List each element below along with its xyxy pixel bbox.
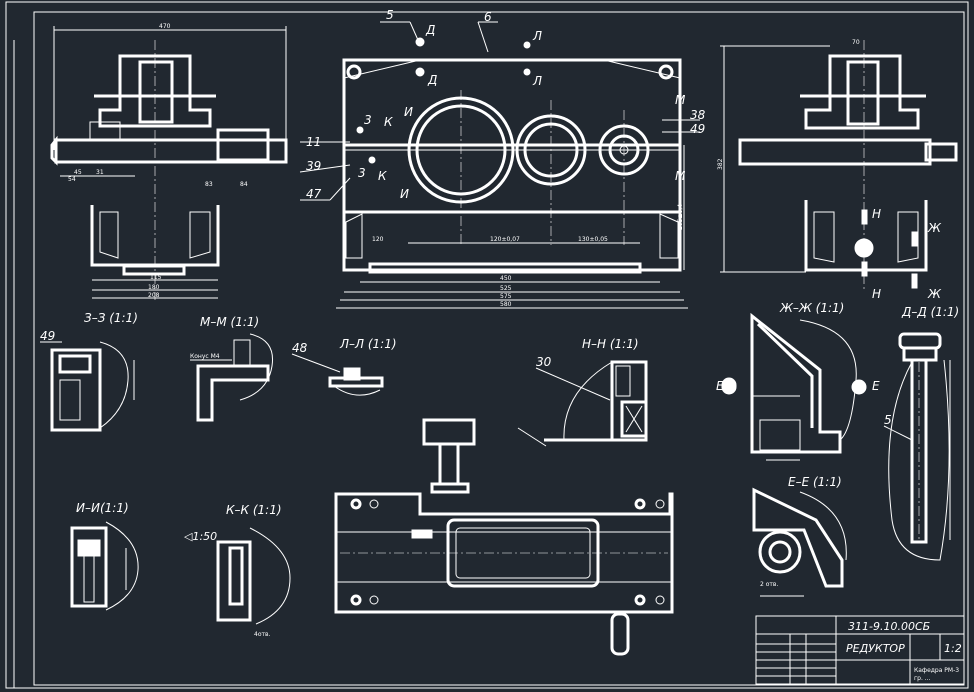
callout-6: 6	[484, 10, 492, 24]
callout-i-top: И	[404, 105, 413, 119]
taper-note: ◁1:50	[184, 530, 217, 543]
drawing-code: 311-9.10.00СБ	[848, 620, 930, 633]
holes-note-2: 2 отв.	[760, 581, 778, 588]
callout-3-bot: 3	[358, 166, 366, 180]
section-l-l: 48 Л–Л (1:1)	[291, 337, 397, 396]
drawing-name: РЕДУКТОР	[846, 642, 905, 655]
right-side-view: 382 70 Н Ж Н Ж	[717, 39, 958, 301]
org-line-2: гр. ...	[914, 675, 931, 682]
section-title-zh-zh: Ж–Ж (1:1)	[779, 301, 844, 315]
dim-left-115: 115	[150, 274, 162, 281]
dim-left-45: 45	[74, 169, 82, 176]
dim-right-70: 70	[852, 39, 860, 46]
sheet-border	[5, 1, 969, 689]
title-block: 311-9.10.00СБ РЕДУКТОР 1:2 Кафедра РМ-3 …	[755, 615, 965, 685]
dim-front-c2: 130±0,05	[578, 236, 608, 243]
section-title-n-n: Н–Н (1:1)	[582, 337, 639, 351]
callout-49-main: 49	[690, 122, 705, 136]
section-i-i: И–И(1:1)	[70, 501, 139, 611]
callout-k-bot: К	[378, 169, 387, 183]
callout-d-bot: Д	[427, 73, 437, 87]
callout-38: 38	[690, 108, 706, 122]
callout-l-top: Л	[532, 29, 542, 43]
section-n-n: Н–Н (1:1) 30	[517, 337, 648, 447]
front-view: 120 120±0,07 130±0,05 450 525 575 580 20…	[299, 8, 706, 309]
section-title-k-k: К–К (1:1)	[226, 503, 282, 517]
dim-left-top: 470	[159, 23, 171, 30]
callout-zh-top: Ж	[927, 221, 942, 235]
callout-3-top: 3	[364, 113, 372, 127]
callout-i-bot: И	[400, 187, 409, 201]
dim-left-83: 83	[205, 181, 213, 188]
dim-front-450: 450	[500, 275, 512, 282]
callout-n-top: Н	[872, 207, 881, 221]
dim-front-580: 580	[500, 301, 512, 308]
org-line-1: Кафедра РМ-3	[914, 667, 959, 674]
dim-left-31: 31	[96, 169, 104, 176]
callout-11: 11	[306, 135, 321, 149]
section-title-e-e: Е–Е (1:1)	[788, 475, 842, 489]
callout-30: 30	[536, 355, 552, 369]
callout-m-top: М	[675, 93, 686, 107]
dim-left-180: 180	[148, 284, 160, 291]
dim-right-h: 382	[717, 158, 724, 170]
callout-47: 47	[306, 187, 322, 201]
dim-front-c1: 120±0,07	[490, 236, 520, 243]
section-z-z: З–З (1:1) 49	[40, 311, 138, 432]
section-e-e: Е–Е (1:1) 2 отв.	[752, 475, 847, 597]
callout-m-bot: М	[675, 169, 686, 183]
dim-left-208: 208	[148, 292, 160, 299]
section-k-k: К–К (1:1) ◁1:50 4отв.	[184, 503, 291, 638]
callout-5: 5	[386, 8, 394, 22]
base-top-view	[334, 418, 674, 656]
holes-note: 4отв.	[254, 631, 271, 638]
dim-front-525: 525	[500, 285, 512, 292]
callout-k-top: К	[384, 115, 393, 129]
callout-39: 39	[306, 159, 321, 173]
callout-d-top: Д	[425, 23, 435, 37]
section-title-m-m: М–М (1:1)	[200, 315, 259, 329]
dim-front-575: 575	[500, 293, 512, 300]
callout-n-bot: Н	[872, 287, 881, 301]
section-zh-zh: Ж–Ж (1:1) Е Е	[716, 301, 880, 461]
section-title-z-z: З–З (1:1)	[84, 311, 138, 325]
callout-l-bot: Л	[532, 74, 542, 88]
section-title-d-d: Д–Д (1:1)	[901, 305, 959, 319]
drawing-scale: 1:2	[944, 642, 962, 655]
section-m-m: М–М (1:1) Конус М4	[190, 315, 274, 422]
callout-e-right: Е	[872, 379, 880, 393]
callout-5-sec: 5	[884, 413, 892, 427]
callout-48: 48	[292, 341, 308, 355]
dim-front-120: 120	[372, 236, 384, 243]
section-title-i-i: И–И(1:1)	[76, 501, 129, 515]
dim-left-84: 84	[240, 181, 248, 188]
callout-e-left: Е	[716, 379, 724, 393]
dim-left-54: 54	[68, 176, 76, 183]
callout-49-sec: 49	[40, 329, 55, 343]
section-d-d: Д–Д (1:1) 5	[883, 305, 959, 561]
frame-border	[33, 11, 965, 686]
dim-front-h: 205±0,4	[677, 204, 684, 230]
thread-note: Конус М4	[190, 353, 220, 360]
section-title-l-l: Л–Л (1:1)	[339, 337, 397, 351]
callout-zh-bot: Ж	[927, 287, 942, 301]
left-side-view: 470 45 54 31 83 84 115 180 208	[50, 23, 288, 300]
